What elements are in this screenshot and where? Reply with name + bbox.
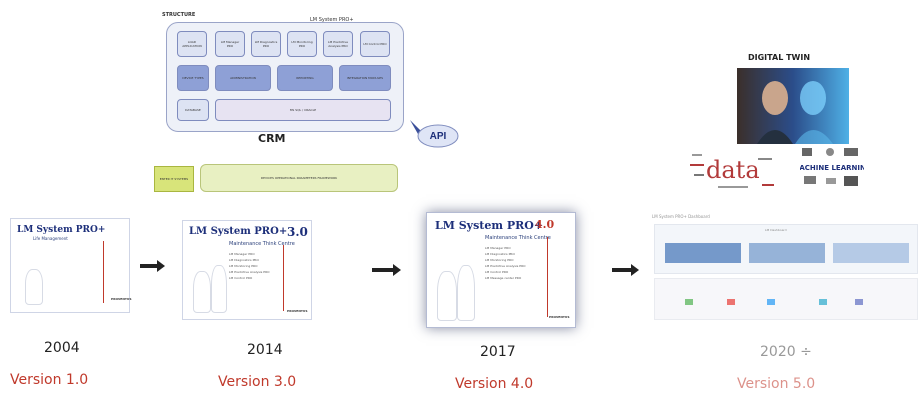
v5-tile <box>749 243 825 263</box>
v3-logo: PROVENTUS <box>287 309 308 313</box>
structure-brand: LM System PRO+ <box>310 17 354 23</box>
api-cloud-icon: API <box>410 120 459 148</box>
v3-cooling-tower <box>193 271 211 313</box>
v3-item: LM Control PRO <box>229 276 253 280</box>
version-4-label: Version 4.0 <box>455 376 534 392</box>
v3-brand: LM System PRO+ <box>189 226 288 237</box>
module-diagnostics: LM Diagnostics PRO <box>251 31 281 57</box>
module-reporting: REPORTING <box>277 65 333 91</box>
module-monitoring: LM Monitoring PRO <box>287 31 317 57</box>
v4-item: LM Manager PRO <box>485 246 511 250</box>
v1-brand: LM System PRO+ <box>17 225 106 235</box>
v4-cooling-tower <box>437 271 457 321</box>
v3-badge: 3.0 <box>287 225 308 239</box>
v5-panel-title: LM Dashboard <box>765 228 787 232</box>
v5-top-panel: LM Dashboard <box>654 224 918 274</box>
v4-brand: LM System PRO+ <box>435 219 544 232</box>
crm-label: CRM <box>258 132 286 145</box>
v1-cooling-tower <box>25 269 43 305</box>
digital-twin-image <box>737 68 849 144</box>
version-4-screen: LM System PRO+ 4.0 Maintenance Think Cen… <box>426 212 576 328</box>
module-manager: LM Manager PRO <box>215 31 245 57</box>
v4-divider <box>547 237 548 317</box>
v3-item: LM Manager PRO <box>229 252 255 256</box>
data-word-cloud-icon: data <box>690 154 774 188</box>
module-device-types: DEVICE TYPES <box>177 65 209 91</box>
module-predictive: LM Predictive Analysis PRO <box>323 31 353 57</box>
arrow-3 <box>612 264 639 276</box>
v5-tile <box>833 243 909 263</box>
v4-cooling-tower <box>457 265 475 321</box>
architecture-frame: LOAD APPLICATION LM Manager PRO LM Diagn… <box>166 22 404 132</box>
version-5-dashboard: LM System PRO+ Dashboard LM Dashboard <box>652 214 918 324</box>
v5-tile <box>665 243 741 263</box>
year-2014: 2014 <box>247 342 283 358</box>
machine-learning-icon: MACHINE LEARNING <box>800 148 864 186</box>
year-2020: 2020 ÷ <box>760 344 812 360</box>
v5-status-blue <box>767 299 775 305</box>
v5-bottom-panel <box>654 278 918 320</box>
digital-twin-title: DIGITAL TWIN <box>748 53 811 62</box>
v4-logo: PROVENTUS <box>549 315 570 319</box>
module-integration: INTEGRATION MODULES <box>339 65 391 91</box>
v4-item: LM Control PRO <box>485 270 509 274</box>
v4-item: LM Diagnostics PRO <box>485 252 515 256</box>
arrow-1 <box>140 260 165 272</box>
v5-status-teal <box>819 299 827 305</box>
v5-status-red <box>727 299 735 305</box>
module-database: DATABASE <box>177 99 209 121</box>
version-3-label: Version 3.0 <box>218 374 297 390</box>
module-control: LM Control PRO <box>360 31 390 57</box>
v5-status-green <box>685 299 693 305</box>
v1-logo: PROVENTUS <box>111 297 132 301</box>
v3-subtitle: Maintenance Think Centre <box>229 241 295 247</box>
v1-subtitle: Life Management <box>33 236 68 241</box>
v3-divider <box>283 245 284 311</box>
module-load-application: LOAD APPLICATION <box>177 31 207 57</box>
ml-text: MACHINE LEARNING <box>800 164 864 172</box>
version-1-label: Version 1.0 <box>10 372 89 388</box>
year-2017: 2017 <box>480 344 516 360</box>
v3-item: LM Diagnostics PRO <box>229 258 259 262</box>
version-5-label: Version 5.0 <box>737 376 816 392</box>
enter-it-systems: ENTER IT SYSTEMS <box>154 166 194 192</box>
v4-item: LM Monitoring PRO <box>485 258 514 262</box>
api-label: API <box>430 131 447 142</box>
year-2004: 2004 <box>44 340 80 356</box>
structure-title: STRUCTURE <box>162 12 196 18</box>
v3-item: LM Predictive Analysis PRO <box>229 270 270 274</box>
db-bar: MS SQL / ORACLE <box>215 99 391 121</box>
v5-status-indigo <box>855 299 863 305</box>
v4-item: LM Predictive Analysis PRO <box>485 264 526 268</box>
v4-item: LM Message center PRO <box>485 276 522 280</box>
v1-divider <box>103 241 104 303</box>
operational-framework-bar: DEVICES OPERATIONAL PARAMETERS FRAMEWORK <box>200 164 398 192</box>
version-3-screen: LM System PRO+ 3.0 Maintenance Think Cen… <box>182 220 312 320</box>
v3-item: LM Monitoring PRO <box>229 264 258 268</box>
module-administration: ADMINISTRATION <box>215 65 271 91</box>
arrow-2 <box>372 264 401 276</box>
version-1-screen: LM System PRO+ Life Management PROVENTUS <box>10 218 132 313</box>
v4-subtitle: Maintenance Think Centre <box>485 235 551 241</box>
data-cloud-word: data <box>706 156 760 184</box>
v5-header: LM System PRO+ Dashboard <box>652 214 710 219</box>
v4-badge: 4.0 <box>535 218 555 231</box>
v3-cooling-tower <box>211 265 227 313</box>
